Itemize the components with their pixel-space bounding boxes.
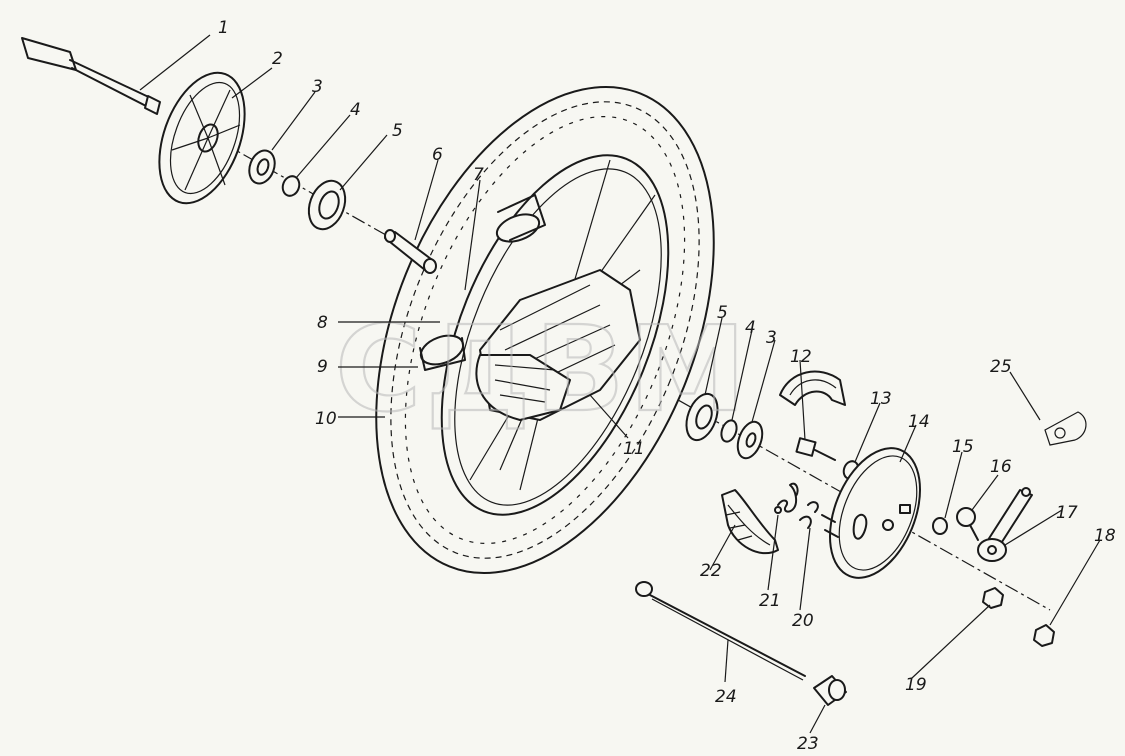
label-14: 14 [908, 412, 930, 432]
part-15-nut [932, 517, 948, 535]
part-5-bearing-left [307, 179, 347, 231]
label-5-right: 5 [717, 303, 728, 323]
label-6: 6 [432, 145, 443, 165]
label-3-right: 3 [766, 328, 777, 348]
part-6-spacer [384, 229, 437, 274]
label-8: 8 [317, 313, 328, 333]
label-10: 10 [315, 409, 337, 429]
part-3-seal-right [736, 420, 764, 460]
part-18-nut [1033, 624, 1055, 647]
label-2: 2 [272, 49, 283, 69]
part-22-brake-shoe-bottom [721, 489, 779, 555]
part-1-axle [21, 37, 161, 115]
label-4-right: 4 [745, 318, 756, 338]
label-5: 5 [392, 121, 403, 141]
part-16-knob [956, 507, 979, 541]
part-17-brake-lever [977, 487, 1033, 562]
watermark: СДВМ [335, 300, 750, 438]
label-7: 7 [473, 165, 484, 185]
part-5-bearing-right [685, 392, 719, 442]
label-3: 3 [312, 77, 323, 97]
part-labels: 1 2 3 4 5 6 7 8 9 10 11 5 4 3 12 13 14 1… [218, 18, 1116, 754]
part-4-washer-right [720, 419, 738, 443]
part-4-washer-left [281, 175, 301, 197]
part-25-tab [1044, 411, 1087, 446]
label-25: 25 [990, 357, 1012, 377]
part-19-nut [982, 587, 1004, 609]
part-12-brake-shoe-top [779, 370, 846, 461]
leader-lines [139, 34, 1101, 734]
wheel-assembly [375, 85, 715, 575]
part-23-adjuster [813, 675, 847, 706]
housing-top [495, 213, 541, 243]
label-22: 22 [700, 561, 722, 581]
part-21-spring [774, 482, 799, 514]
tire-tread [390, 101, 700, 559]
label-20: 20 [792, 611, 814, 631]
label-24: 24 [715, 687, 737, 707]
part-20-clips [799, 501, 839, 538]
label-15: 15 [952, 437, 974, 457]
rim [440, 154, 670, 516]
label-12: 12 [790, 347, 812, 367]
rim-inner [454, 168, 662, 506]
label-13: 13 [870, 389, 892, 409]
hub [475, 269, 641, 421]
housing-top-body [497, 194, 546, 241]
label-1: 1 [218, 18, 229, 38]
label-19: 19 [905, 675, 927, 695]
label-23: 23 [797, 734, 819, 754]
part-2-sprocket [158, 71, 246, 205]
label-4: 4 [350, 100, 361, 120]
housing-bottom-body [419, 337, 466, 371]
part-3-seal-left [248, 149, 276, 185]
part-24-cable [635, 581, 806, 681]
tire-tread-inner [404, 115, 686, 545]
label-21: 21 [759, 591, 781, 611]
part-14-brake-plate [829, 447, 921, 579]
label-11: 11 [623, 439, 645, 459]
label-18: 18 [1094, 526, 1116, 546]
label-9: 9 [317, 357, 328, 377]
label-16: 16 [990, 457, 1012, 477]
label-17: 17 [1056, 503, 1078, 523]
